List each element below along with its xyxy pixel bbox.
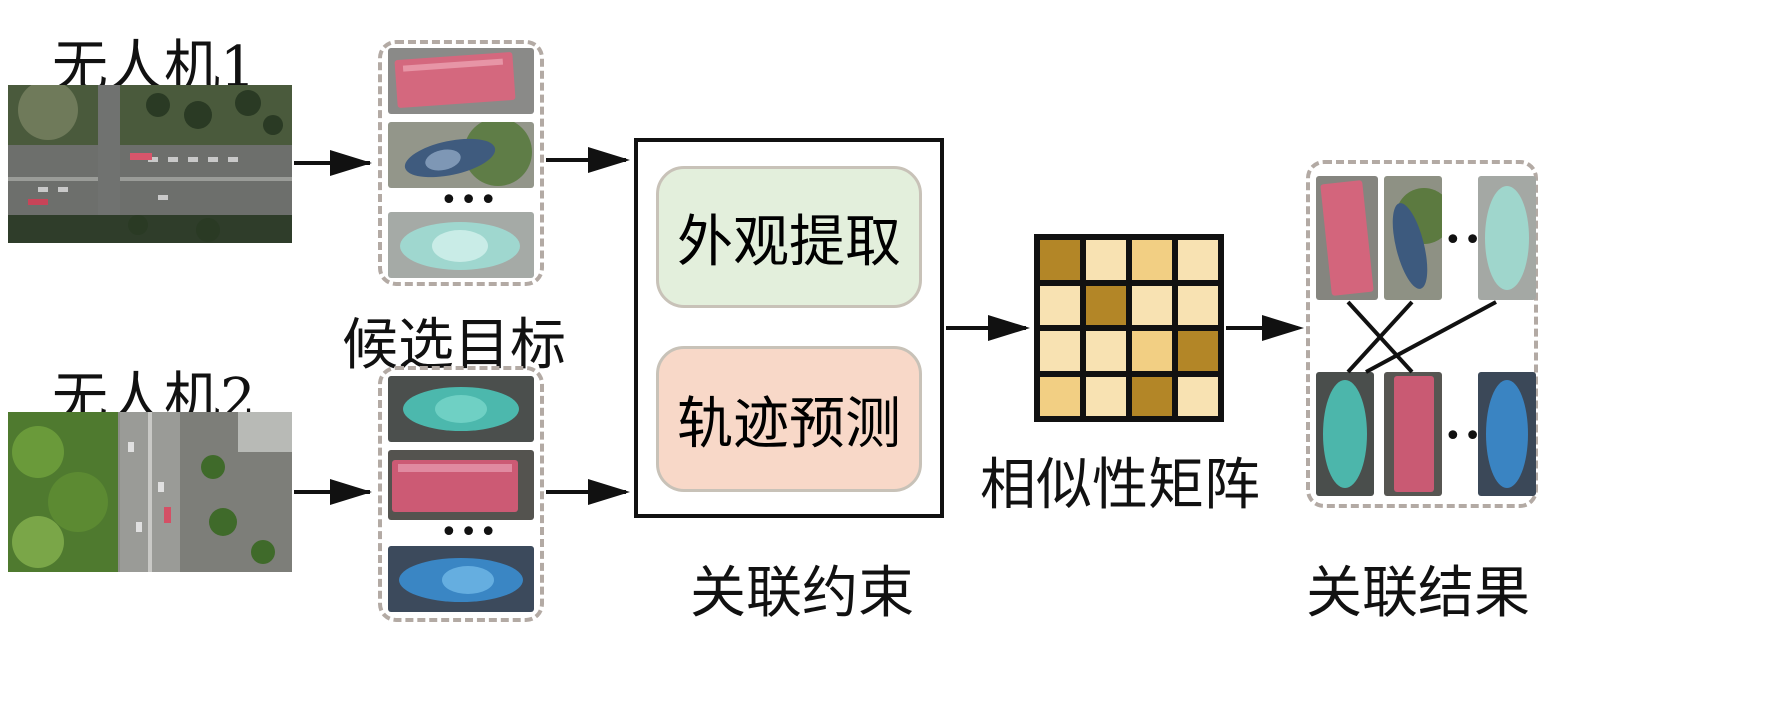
uav2-aerial-drawing bbox=[8, 412, 292, 572]
result-label: 关联结果 bbox=[1306, 561, 1530, 626]
result-group bbox=[1306, 160, 1538, 508]
matrix-cell-0-2 bbox=[1132, 240, 1172, 280]
candidate-ellipsis-1: ••• bbox=[440, 183, 500, 218]
result-bottom-bus-thumb bbox=[1384, 372, 1442, 496]
candidate-group-uav1 bbox=[378, 40, 544, 286]
uav1-aerial-drawing bbox=[8, 85, 292, 243]
arrowhead-6 bbox=[1262, 315, 1304, 341]
candidate-darkcar-thumb bbox=[388, 122, 534, 188]
matrix-cell-1-3 bbox=[1178, 285, 1218, 325]
result-bottom-teal-thumb bbox=[1316, 372, 1374, 496]
arrowhead-3 bbox=[588, 147, 630, 173]
result-top-darkcar-thumb bbox=[1384, 176, 1442, 300]
result-cyancar-top bbox=[1478, 176, 1536, 300]
matrix-cell-3-1 bbox=[1086, 376, 1126, 416]
candidate-blue-thumb bbox=[388, 546, 534, 612]
appearance-module: 外观提取 bbox=[656, 166, 922, 308]
candidate-bus2-thumb bbox=[388, 450, 534, 520]
constraint-label: 关联约束 bbox=[690, 561, 914, 626]
matrix-cell-0-1 bbox=[1086, 240, 1126, 280]
arrowhead-4 bbox=[588, 479, 630, 505]
matrix-cell-1-1 bbox=[1086, 285, 1126, 325]
cyancar-drawing-1 bbox=[388, 212, 534, 278]
matrix-cell-3-2 bbox=[1132, 376, 1172, 416]
result-bus-top bbox=[1316, 176, 1378, 300]
tealcar-drawing-2 bbox=[388, 376, 534, 442]
bus-drawing-1 bbox=[388, 48, 534, 114]
darkcar-drawing-1 bbox=[388, 122, 534, 188]
matrix-cell-1-2 bbox=[1132, 285, 1172, 325]
arrowhead-5 bbox=[988, 315, 1030, 341]
trajectory-module-label: 轨迹预测 bbox=[677, 391, 901, 457]
uav2-aerial-image bbox=[8, 412, 292, 572]
matrix-cell-2-0 bbox=[1040, 331, 1080, 371]
arrowhead-1 bbox=[330, 150, 372, 176]
result-top-bus-thumb bbox=[1316, 176, 1378, 300]
result-darkcar-top bbox=[1384, 176, 1442, 300]
matrix-label: 相似性矩阵 bbox=[980, 453, 1260, 518]
bus-drawing-2 bbox=[388, 450, 534, 520]
matrix-cell-2-1 bbox=[1086, 331, 1126, 371]
arrowhead-2 bbox=[330, 479, 372, 505]
result-tealcar-bottom bbox=[1316, 372, 1374, 496]
candidate-teal-thumb bbox=[388, 376, 534, 442]
similarity-matrix bbox=[1034, 234, 1224, 422]
result-bottom-bluecar-thumb bbox=[1478, 372, 1536, 496]
appearance-module-label: 外观提取 bbox=[677, 209, 901, 275]
candidate-bus-thumb bbox=[388, 48, 534, 114]
result-top-cyancar-thumb bbox=[1478, 176, 1536, 300]
matrix-cell-0-0 bbox=[1040, 240, 1080, 280]
matrix-grid bbox=[1037, 237, 1221, 419]
result-bus-bottom bbox=[1384, 372, 1442, 496]
bluecar-drawing-2 bbox=[388, 546, 534, 612]
result-bluecar-bottom bbox=[1478, 372, 1536, 496]
candidate-ellipsis-2: ••• bbox=[440, 515, 500, 550]
constraint-box bbox=[634, 138, 944, 518]
candidate-group-uav2 bbox=[378, 366, 544, 622]
matrix-cell-2-2 bbox=[1132, 331, 1172, 371]
matrix-cell-2-3 bbox=[1178, 331, 1218, 371]
trajectory-module: 轨迹预测 bbox=[656, 346, 922, 492]
uav1-aerial-image bbox=[8, 85, 292, 243]
matrix-cell-3-3 bbox=[1178, 376, 1218, 416]
matrix-cell-1-0 bbox=[1040, 285, 1080, 325]
matrix-cell-0-3 bbox=[1178, 240, 1218, 280]
candidate-cyancar-thumb bbox=[388, 212, 534, 278]
matrix-cell-3-0 bbox=[1040, 376, 1080, 416]
